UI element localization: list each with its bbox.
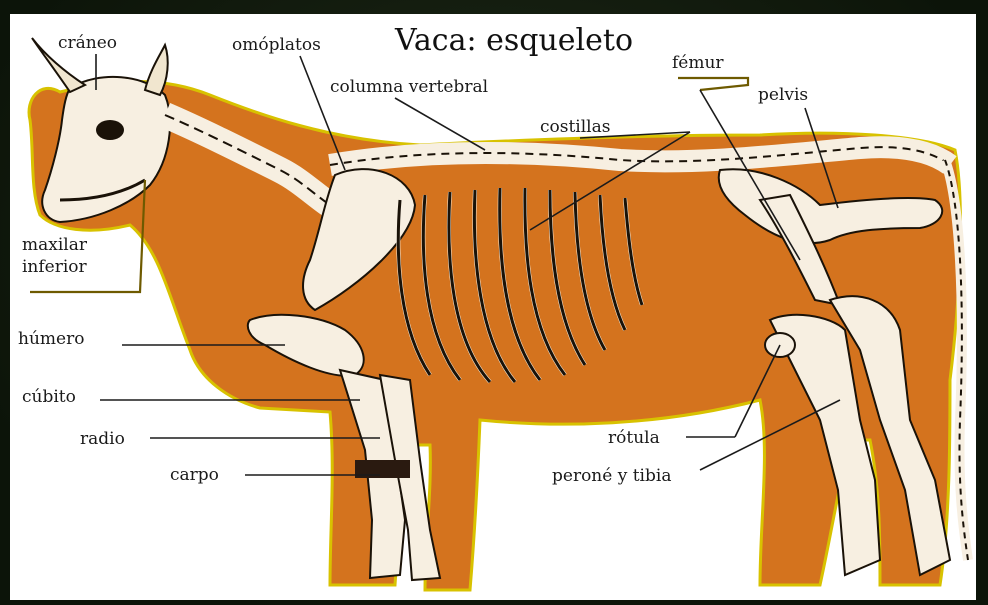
label-inferior: inferior	[22, 257, 88, 277]
label-femur: fémur	[672, 53, 724, 73]
label-perone-tibia: peroné y tibia	[552, 466, 671, 486]
eye-socket	[96, 120, 124, 140]
leader-femur-underline	[678, 78, 748, 90]
label-columna-vertebral: columna vertebral	[330, 77, 488, 97]
label-carpo: carpo	[170, 465, 219, 485]
label-maxilar: maxilar	[22, 235, 88, 255]
horn-right	[145, 45, 168, 95]
label-pelvis: pelvis	[758, 85, 808, 105]
label-omoplatos: omóplatos	[232, 35, 321, 55]
label-costillas: costillas	[540, 117, 610, 137]
label-craneo: cráneo	[58, 33, 117, 53]
label-humero: húmero	[18, 329, 84, 349]
leader-columna	[395, 98, 485, 150]
label-rotula: rótula	[608, 428, 660, 448]
diagram-title: Vaca: esqueleto	[394, 23, 633, 58]
label-radio: radio	[80, 429, 125, 449]
label-cubito: cúbito	[22, 387, 76, 407]
